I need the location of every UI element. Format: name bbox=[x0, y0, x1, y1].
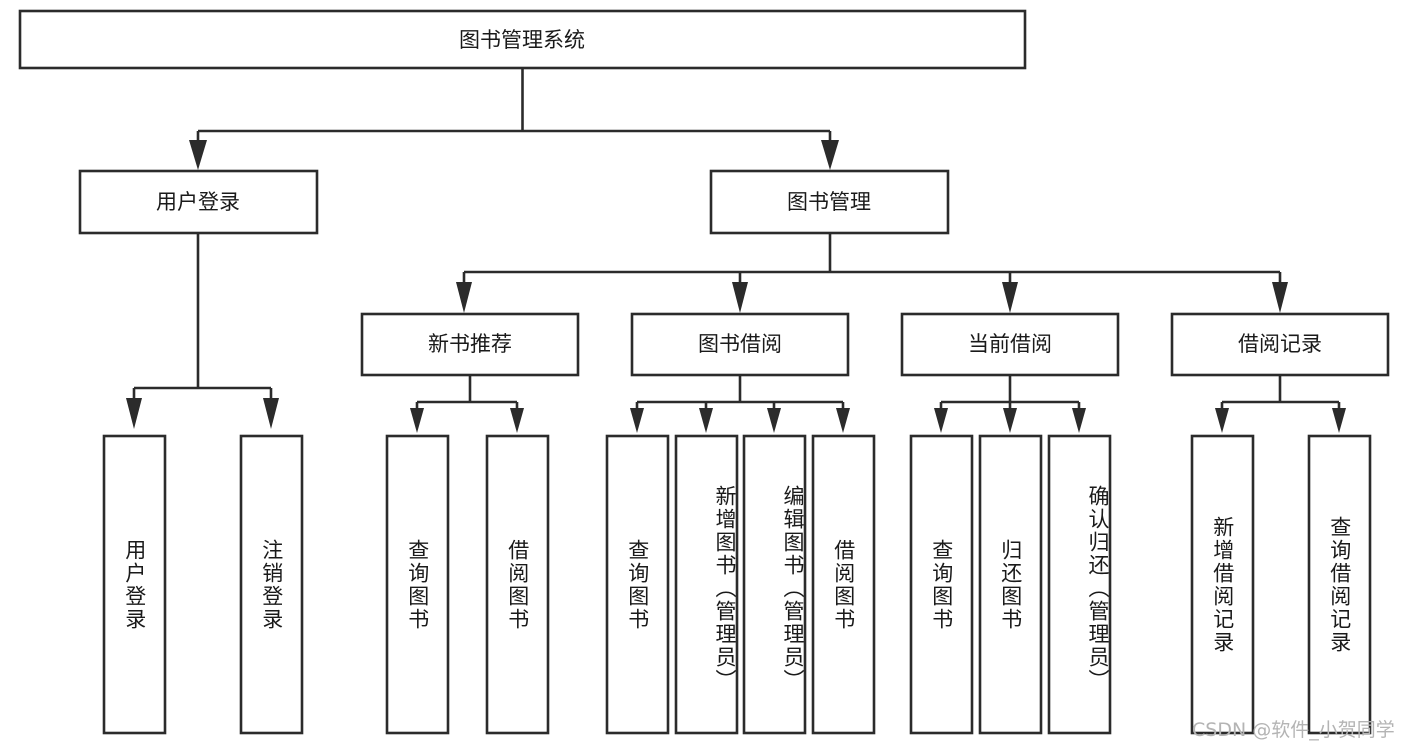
arrow-head-leaf-user-login bbox=[126, 398, 142, 429]
node-book-management-box[interactable] bbox=[709, 169, 950, 235]
arrow-head-cb-leaf-2 bbox=[1003, 408, 1017, 433]
arrow-head-bb-leaf-4 bbox=[836, 408, 850, 433]
node-current-borrow-box[interactable] bbox=[900, 312, 1120, 377]
node-user-login-label: 用户登录 bbox=[156, 190, 240, 214]
node-book-management-label: 图书管理 bbox=[787, 190, 871, 214]
csdn-watermark: CSDN @软件_小贺同学 bbox=[1192, 719, 1395, 741]
connector-group-book-borrow-to-leaves bbox=[630, 375, 850, 433]
leaf-box-br-add-record[interactable] bbox=[1190, 434, 1255, 735]
node-book-borrow-label: 图书借阅 bbox=[698, 332, 782, 356]
arrow-head-to-new-book bbox=[456, 282, 472, 313]
node-current-borrow[interactable]: 当前借阅 bbox=[900, 312, 1120, 377]
node-user-login-box[interactable] bbox=[78, 169, 319, 235]
node-borrow-records[interactable]: 借阅记录 bbox=[1170, 312, 1390, 377]
connector-group-borrow-records-to-leaves bbox=[1215, 375, 1346, 433]
leaf-box-cb-query-book[interactable] bbox=[909, 434, 974, 735]
node-book-borrow[interactable]: 图书借阅 bbox=[630, 312, 850, 377]
leaf-box-bb-query-book[interactable] bbox=[605, 434, 670, 735]
arrow-head-cb-leaf-1 bbox=[934, 408, 948, 433]
arrow-head-br-leaf-2 bbox=[1332, 408, 1346, 433]
node-current-borrow-label: 当前借阅 bbox=[968, 332, 1052, 356]
node-book-borrow-box[interactable] bbox=[630, 312, 850, 377]
arrow-head-bb-leaf-1 bbox=[630, 408, 644, 433]
leaf-box-logout[interactable] bbox=[239, 434, 304, 735]
node-borrow-records-label: 借阅记录 bbox=[1238, 332, 1322, 356]
node-new-book-recommend[interactable]: 新书推荐 bbox=[360, 312, 580, 377]
connector-group-user-login-to-leaves bbox=[126, 233, 279, 429]
arrow-head-br-leaf-1 bbox=[1215, 408, 1229, 433]
node-new-book-recommend-label: 新书推荐 bbox=[428, 332, 512, 356]
arrow-head-to-user-login bbox=[189, 140, 207, 170]
arrow-head-to-book-borrow bbox=[732, 282, 748, 313]
connector-group-current-borrow-to-leaves bbox=[934, 375, 1086, 433]
connector-group-root-to-level2 bbox=[189, 68, 839, 170]
arrow-head-bb-leaf-3 bbox=[767, 408, 781, 433]
node-user-login[interactable]: 用户登录 bbox=[78, 169, 319, 235]
arrow-head-bb-leaf-2 bbox=[699, 408, 713, 433]
arrow-head-cb-leaf-3 bbox=[1072, 408, 1086, 433]
leaf-box-br-query-record[interactable] bbox=[1307, 434, 1372, 735]
node-new-book-recommend-box[interactable] bbox=[360, 312, 580, 377]
leaf-box-bb-edit-book[interactable] bbox=[742, 434, 807, 735]
leaf-box-bb-borrow-book[interactable] bbox=[811, 434, 876, 735]
arrow-head-to-book-manage bbox=[821, 140, 839, 170]
node-book-management[interactable]: 图书管理 bbox=[709, 169, 950, 235]
node-borrow-records-box[interactable] bbox=[1170, 312, 1390, 377]
arrow-head-leaf-logout bbox=[263, 398, 279, 429]
node-root-book-management-system[interactable]: 图书管理系统 bbox=[18, 9, 1027, 70]
leaf-box-nb-query-book[interactable] bbox=[385, 434, 450, 735]
node-root-box[interactable] bbox=[18, 9, 1027, 70]
arrow-head-nb-leaf-2 bbox=[510, 408, 524, 433]
leaf-box-cb-return-book[interactable] bbox=[978, 434, 1043, 735]
leaf-box-bb-add-book[interactable] bbox=[674, 434, 739, 735]
leaf-box-cb-confirm-return[interactable] bbox=[1047, 434, 1112, 735]
connector-group-book-manage-to-level3 bbox=[456, 233, 1288, 313]
arrow-head-nb-leaf-1 bbox=[410, 408, 424, 433]
leaf-box-user-login[interactable] bbox=[102, 434, 167, 735]
connector-group-new-book-to-leaves bbox=[410, 375, 524, 433]
node-root-label: 图书管理系统 bbox=[459, 28, 585, 52]
arrow-head-to-current-borrow bbox=[1002, 282, 1018, 313]
leaf-box-nb-borrow-book[interactable] bbox=[485, 434, 550, 735]
arrow-head-to-borrow-records bbox=[1272, 282, 1288, 313]
